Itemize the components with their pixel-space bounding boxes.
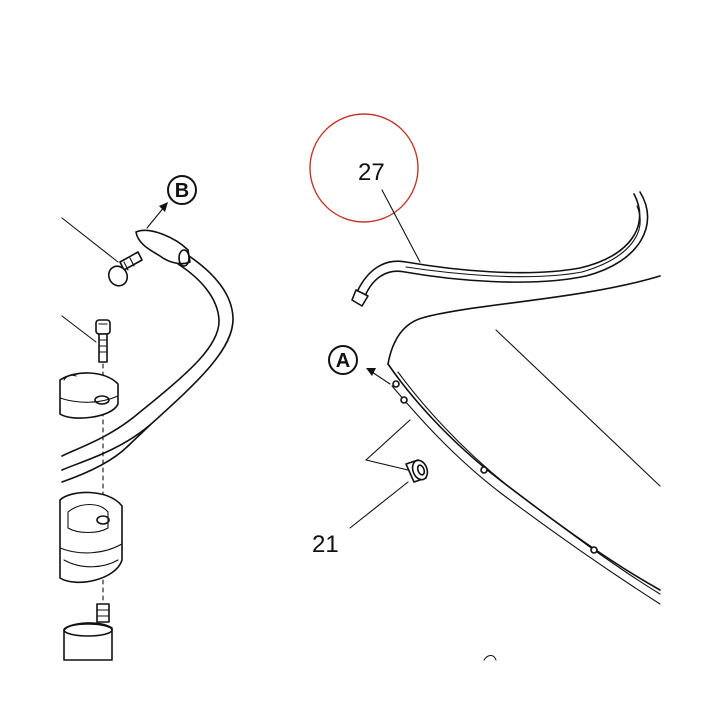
lower-mount-block — [59, 491, 123, 584]
marker-b: B — [167, 175, 197, 205]
leader-line-mid-left — [61, 315, 97, 343]
leader-line-upper-left — [61, 217, 119, 263]
screen-hole-4 — [590, 546, 598, 554]
leader-27 — [381, 189, 421, 263]
windscreen — [387, 275, 661, 605]
bottom-stud — [63, 603, 113, 661]
upper-clamp — [59, 372, 119, 419]
callout-21: 21 — [312, 531, 339, 558]
leader-b — [146, 202, 168, 229]
leader-a — [366, 368, 391, 385]
marker-a: A — [328, 345, 358, 375]
clipped-fragment — [483, 654, 497, 661]
glass-reflection — [495, 329, 661, 487]
callout-27: 27 — [358, 159, 385, 186]
screen-hole-1 — [392, 380, 400, 388]
screw-21 — [349, 419, 429, 529]
highlight-circle — [309, 113, 419, 223]
screen-hole-2 — [400, 396, 408, 404]
mirror-stay-arm — [61, 229, 234, 483]
screen-hole-3 — [480, 466, 488, 474]
arm-screw — [107, 251, 143, 287]
marker-a-label: A — [336, 350, 350, 372]
arm-tip — [135, 229, 191, 265]
windscreen-seal-strip — [351, 191, 649, 307]
marker-b-label: B — [175, 180, 189, 202]
